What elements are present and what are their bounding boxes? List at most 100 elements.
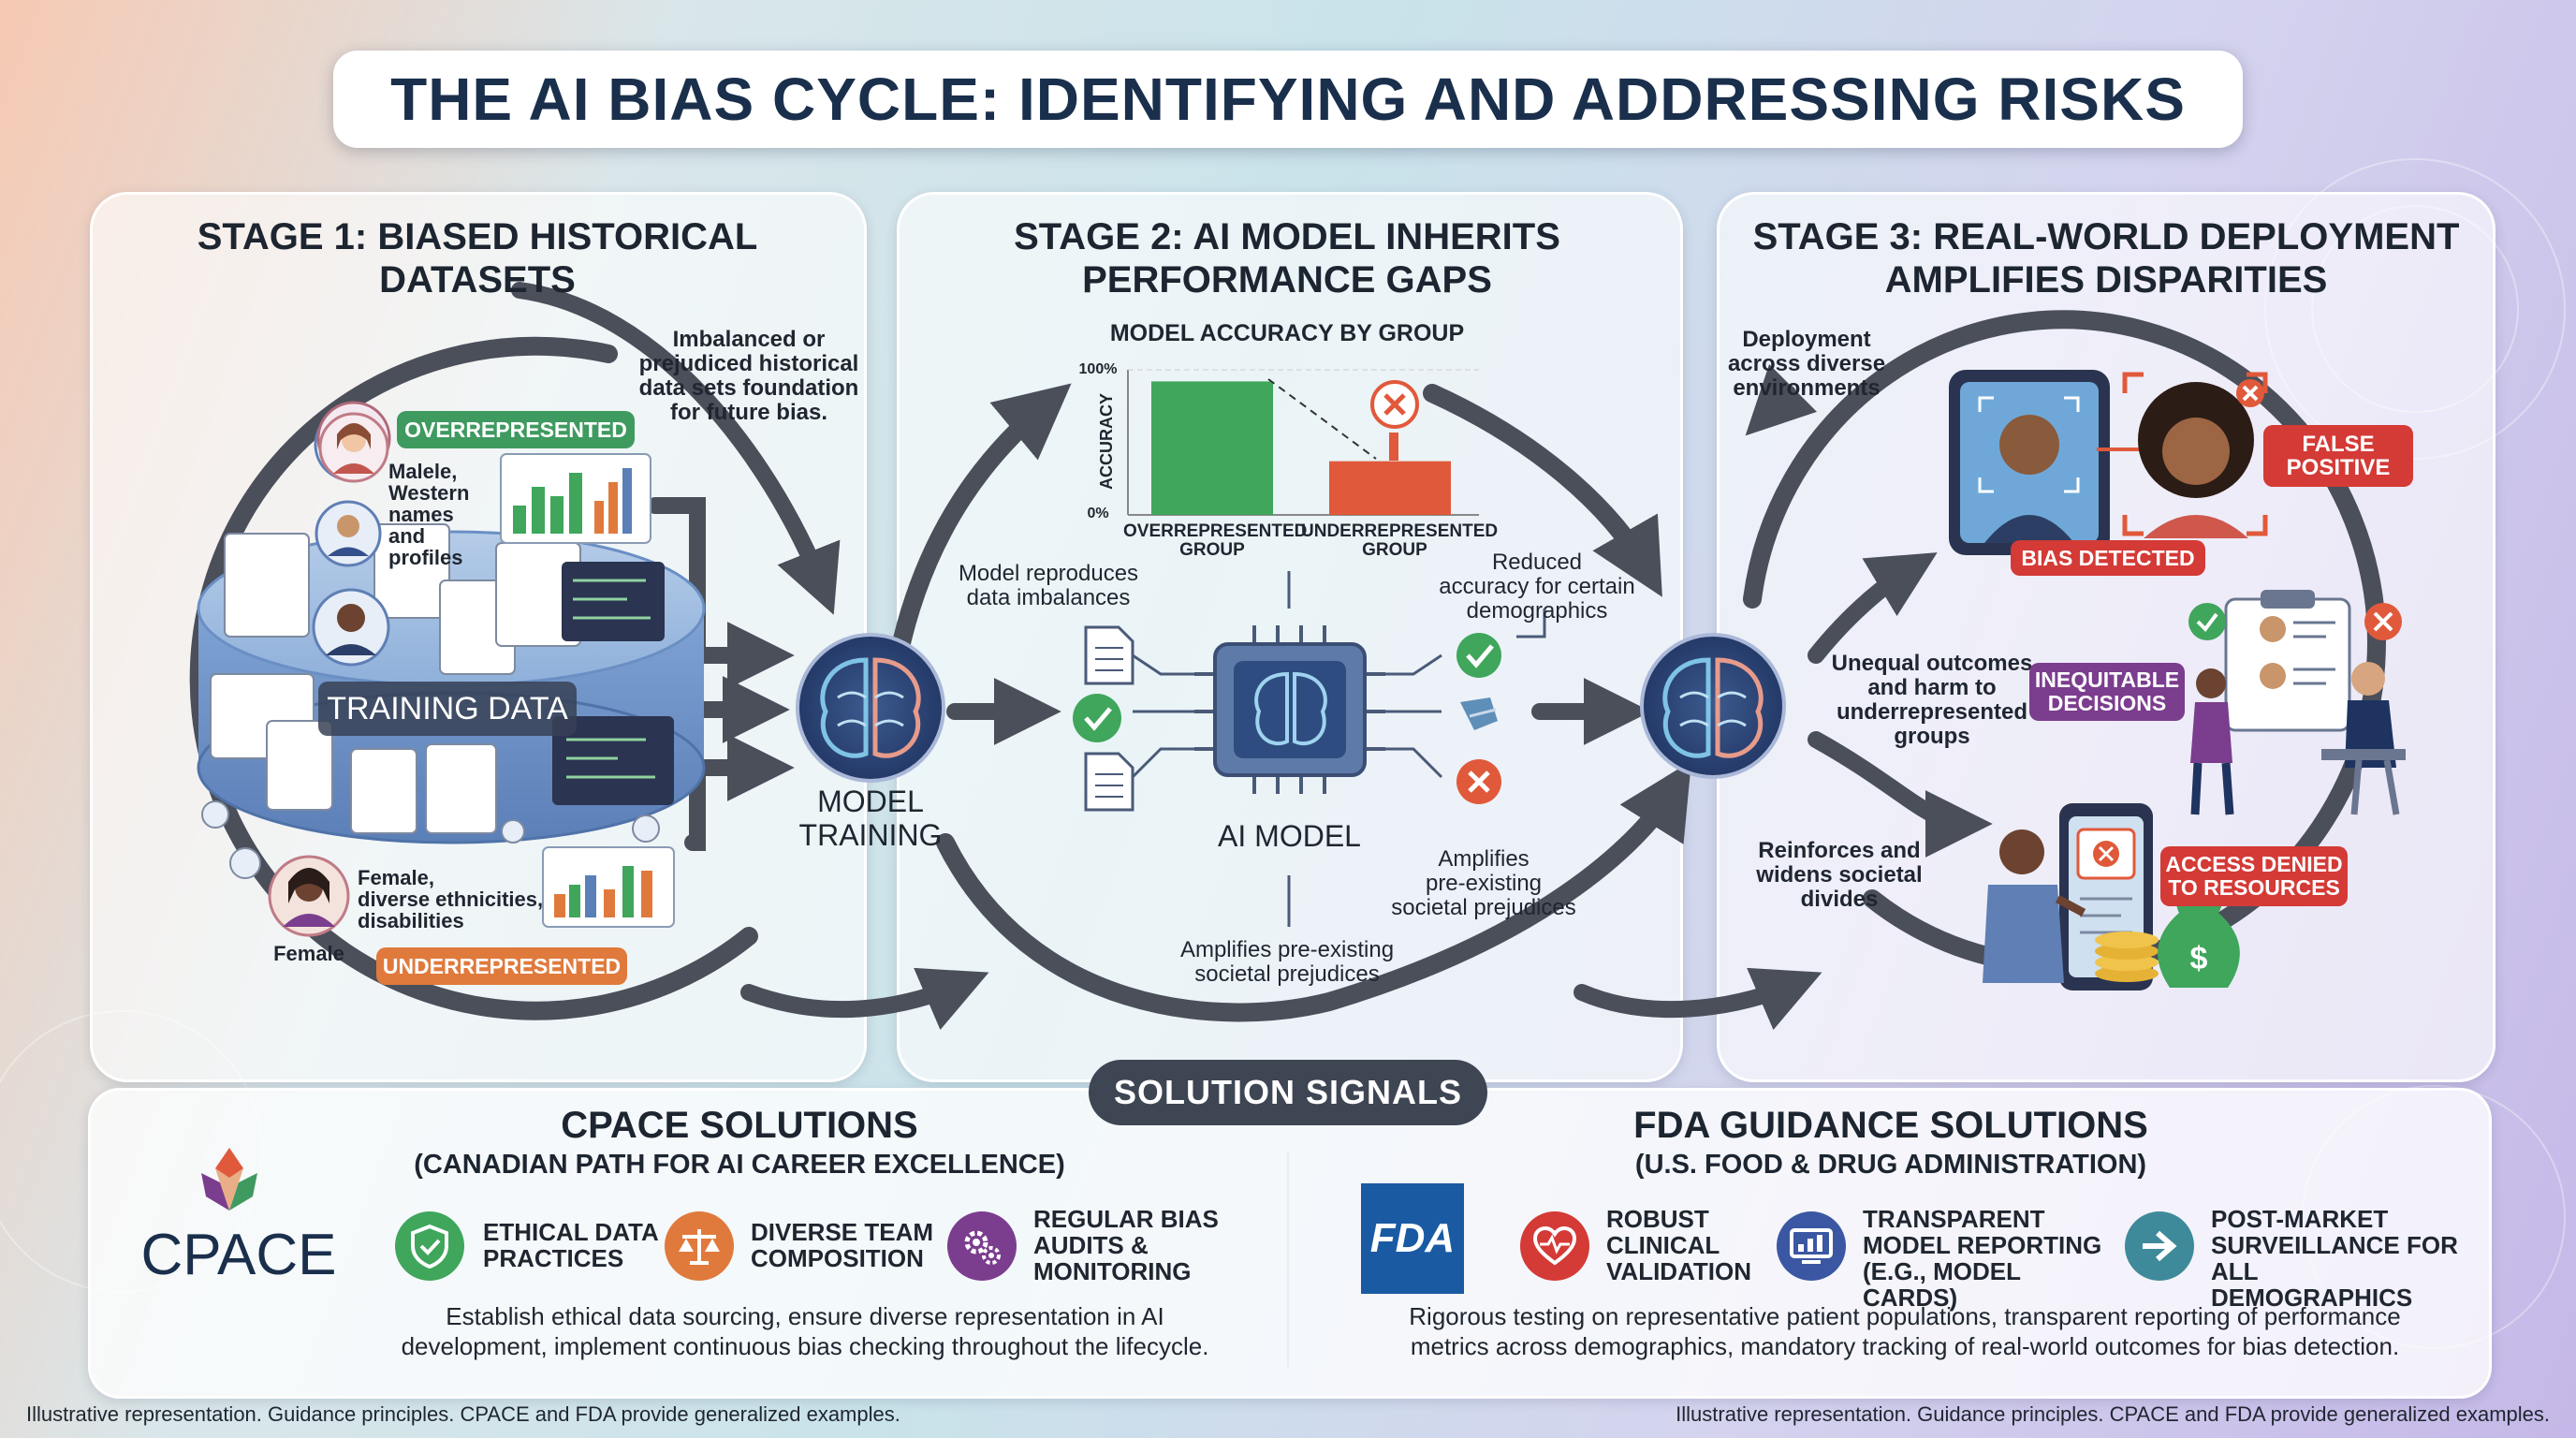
- cpace-subtitle: (CANADIAN PATH FOR AI CAREER EXCELLENCE): [414, 1150, 1065, 1180]
- solutions-panel: [88, 1088, 2492, 1399]
- stage1-note-line: Imbalanced or: [672, 327, 826, 352]
- over-desc-line: profiles: [388, 546, 463, 569]
- amplifies-right-label: Amplifies pre-existing societal prejudic…: [1376, 847, 1591, 920]
- avatar-female-bottom: [268, 855, 350, 937]
- chart-xtick-0: OVERREPRESENTED GROUP: [1123, 521, 1308, 560]
- chart-ytick-bottom: 0%: [1087, 506, 1109, 521]
- fda-logo-text: FDA: [1369, 1215, 1456, 1261]
- fda-item-line: (E.G., MODEL CARDS): [1863, 1257, 2021, 1312]
- fda-subtitle: (U.S. FOOD & DRUG ADMINISTRATION): [1634, 1150, 2147, 1180]
- deployment-label: Deployment across diverse environments: [1722, 328, 1891, 401]
- heart-pulse-icon: [1520, 1211, 1589, 1281]
- fda-item-line: POST-MARKET: [2211, 1205, 2389, 1233]
- person-man-desk: [2321, 662, 2406, 815]
- stage3-arrows: [1745, 363, 1993, 858]
- doc-icon-upper: [1084, 625, 1134, 685]
- stage1-title-line2: DATASETS: [379, 259, 576, 301]
- cpace-title: CPACE SOLUTIONS: [561, 1105, 918, 1146]
- reduced-accuracy-label: Reduced accuracy for certain demographic…: [1415, 550, 1659, 624]
- access-denied-tag: ACCESS DENIED TO RESOURCES: [2160, 846, 2348, 906]
- chart-xtick-line: OVERREPRESENTED: [1123, 521, 1308, 541]
- fda-desc-line: metrics across demographics, mandatory t…: [1410, 1332, 2400, 1360]
- phone-face-scan: [1949, 370, 2144, 555]
- fda-item-line: TRANSPARENT: [1863, 1205, 2045, 1233]
- reduced-line: demographics: [1466, 598, 1608, 624]
- chart-title: MODEL ACCURACY BY GROUP: [1109, 320, 1465, 346]
- model-training-label: MODEL TRAINING: [777, 785, 964, 852]
- fda-item-line: CLINICAL: [1606, 1231, 1720, 1259]
- doc-icon-lower: [1084, 752, 1134, 812]
- stage1-note-line: data sets foundation: [638, 375, 859, 401]
- cpace-logo-text: CPACE: [140, 1223, 337, 1287]
- fda-title: FDA GUIDANCE SOLUTIONS: [1633, 1105, 2148, 1146]
- bubble-dots: [201, 800, 660, 879]
- over-desc-line: names: [388, 503, 454, 526]
- chip-connectors: [1131, 571, 1546, 927]
- female-label: Female: [273, 942, 344, 965]
- stage1-title-line1: STAGE 1: BIASED HISTORICAL: [197, 216, 758, 257]
- reinforces-line: Reinforces and: [1758, 838, 1921, 863]
- shield-check-icon: [395, 1211, 464, 1281]
- cpace-item-ethical-data: ETHICAL DATA PRACTICES: [483, 1219, 661, 1271]
- chart-x-icon: [1370, 380, 1419, 461]
- amplifies-bottom-line: societal prejudices: [1194, 961, 1380, 987]
- document-stack: [210, 523, 581, 834]
- cpace-desc-line: development, implement continuous bias c…: [401, 1332, 1209, 1360]
- clipboard-decisions: [2188, 590, 2402, 732]
- bias-detected-tag: BIAS DETECTED: [2011, 540, 2205, 576]
- bar-chart-thumbnail-bottom: [542, 846, 675, 928]
- training-data-label: TRAINING DATA: [318, 682, 577, 736]
- person-man-phone: [1983, 829, 2086, 983]
- unequal-outcomes-label: Unequal outcomes and harm to underrepres…: [1822, 652, 2042, 749]
- stage2-arrows: [946, 678, 1822, 1031]
- top-woman-avatar-icon: [318, 412, 389, 483]
- cpace-item-line: AUDITS &: [1033, 1231, 1149, 1259]
- over-desc-line: Malele,: [388, 460, 458, 483]
- stage3-title: STAGE 3: REAL-WORLD DEPLOYMENT AMPLIFIES…: [1750, 215, 2462, 301]
- under-desc-line: Female,: [358, 866, 434, 889]
- fda-desc-line: Rigorous testing on representative patie…: [1409, 1302, 2401, 1330]
- reinforces-line: widens societal: [1756, 862, 1923, 888]
- amplifies-right-line: societal prejudices: [1391, 895, 1576, 920]
- fda-item-clinical-validation: ROBUST CLINICAL VALIDATION: [1606, 1206, 1765, 1284]
- stage2-loop-arcs: [889, 383, 1691, 1022]
- reduced-line: accuracy for certain: [1439, 574, 1635, 599]
- false-positive-line: POSITIVE: [2286, 455, 2391, 480]
- stage1-note-line: prejudiced historical: [638, 351, 859, 376]
- cpace-description: Establish ethical data sourcing, ensure …: [337, 1301, 1273, 1361]
- check-icon-right: [1456, 633, 1501, 678]
- reinforces-line: divides: [1800, 887, 1879, 912]
- inequitable-line: INEQUITABLE: [2034, 668, 2180, 692]
- fda-logo: FDA: [1361, 1183, 1464, 1294]
- over-desc-line: and: [388, 524, 426, 548]
- cpace-item-line: ETHICAL DATA: [483, 1218, 659, 1246]
- fda-item-line: ALL DEMOGRAPHICS: [2211, 1257, 2413, 1312]
- svg-text:$: $: [2190, 941, 2208, 976]
- access-denied-line: ACCESS DENIED: [2165, 852, 2343, 876]
- scales-icon: [665, 1211, 734, 1281]
- chart-xtick-line: UNDERREPRESENTED: [1301, 521, 1499, 541]
- fda-item-post-market: POST-MARKET SURVEILLANCE FOR ALL DEMOGRA…: [2211, 1206, 2464, 1311]
- stage2-title-line1: STAGE 2: AI MODEL INHERITS: [1014, 216, 1560, 257]
- over-desc-line: Western: [388, 481, 470, 505]
- chart-bar-1: [1329, 461, 1451, 515]
- reproduces-line: Model reproduces: [958, 561, 1139, 586]
- underrepresented-tag: UNDERREPRESENTED: [376, 947, 627, 985]
- check-icon-left: [1073, 694, 1121, 742]
- chart-xtick-line: GROUP: [1362, 540, 1427, 560]
- chart-xtick-line: GROUP: [1179, 540, 1245, 560]
- footer-right: Illustrative representation. Guidance pr…: [1676, 1402, 2550, 1426]
- cpace-item-line: PRACTICES: [483, 1244, 624, 1272]
- ai-model-chip-icon: [1194, 625, 1385, 794]
- cpace-item-line: REGULAR BIAS: [1033, 1205, 1219, 1233]
- person-woman-standing: [2190, 668, 2234, 815]
- brain-icon-model-training: [796, 633, 945, 783]
- broken-icon-right: [1460, 697, 1498, 730]
- amplifies-right-line: Amplifies: [1438, 846, 1530, 872]
- cpace-logo-icon: [187, 1140, 271, 1225]
- unequal-line: Unequal outcomes: [1831, 651, 2033, 676]
- model-training-line: TRAINING: [798, 818, 943, 852]
- inequitable-line: DECISIONS: [2047, 691, 2167, 715]
- model-training-line: MODEL: [817, 785, 924, 818]
